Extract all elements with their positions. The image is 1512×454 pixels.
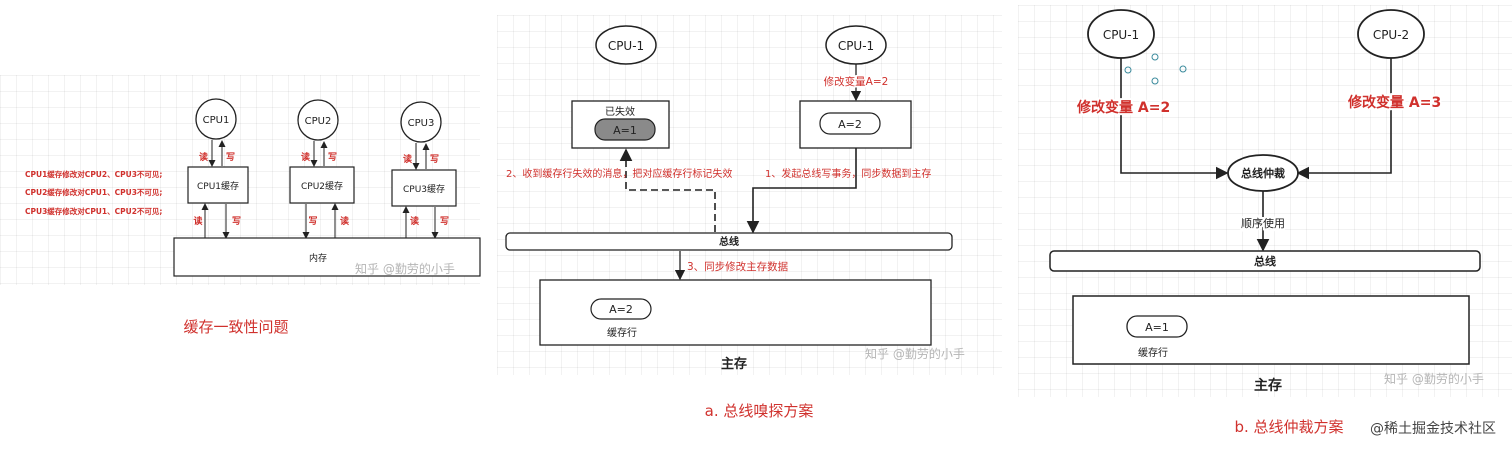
step3-label: 3、同步修改主存数据 — [687, 260, 789, 273]
panel3-diagram: CPU-1 CPU-2 修改变量 A=2 修改变量 A=3 总线仲裁 顺序使用 … — [1049, 9, 1496, 437]
cpu1-label: CPU1 — [203, 115, 230, 126]
snoop-cpu-left-label: CPU-1 — [608, 39, 644, 53]
sequential-label: 顺序使用 — [1241, 216, 1285, 230]
snoop-cpu-right-label: CPU-1 — [838, 39, 874, 53]
arb-memory-line — [1126, 315, 1188, 338]
panel-cache-coherence-problem: CPU1 CPU2 CPU3 CPU1缓存 CPU2缓存 CPU3缓存 读 写 … — [0, 0, 481, 454]
panel-bus-arbitration: CPU-1 CPU-2 修改变量 A=2 修改变量 A=3 总线仲裁 顺序使用 … — [1018, 0, 1512, 454]
cpu3-cache-box — [391, 169, 457, 207]
panel-bus-snooping: CPU-1 CPU-1 已失效 A=1 修改变量A=2 A=2 2、收到缓存行失… — [497, 0, 1002, 454]
decor-dot — [1179, 65, 1187, 73]
writer-cache-value: A=2 — [838, 118, 862, 131]
invalid-value: A=1 — [613, 124, 637, 137]
panel2-diagram: CPU-1 CPU-1 已失效 A=1 修改变量A=2 A=2 2、收到缓存行失… — [505, 25, 965, 420]
arb-bus — [1049, 250, 1481, 272]
cache2-write-label: 写 — [308, 216, 317, 227]
cpu3-write-label: 写 — [430, 154, 439, 165]
snoop-memory-value: A=2 — [609, 303, 633, 316]
bus-arbiter-label: 总线仲裁 — [1241, 166, 1285, 180]
panel1-watermark: 知乎 @勤劳的小手 — [355, 261, 455, 276]
panel1-caption: 缓存一致性问题 — [183, 318, 288, 336]
note-cpu2: CPU2缓存修改对CPU1、CPU3不可见; — [25, 187, 162, 197]
cpu1-write-label: 写 — [226, 152, 235, 163]
panel2-watermark: 知乎 @勤劳的小手 — [865, 346, 965, 361]
arb-cache-line-label: 缓存行 — [1138, 346, 1168, 359]
arb-cpu1-label: CPU-1 — [1103, 28, 1139, 42]
corner-watermark: @稀土掘金技术社区 — [1370, 421, 1496, 437]
cpu2-cache-box — [289, 166, 355, 204]
cache1-write-label: 写 — [232, 216, 241, 227]
cpu1-read-label: 读 — [199, 151, 208, 163]
panel3-caption: b. 总线仲裁方案 — [1234, 418, 1343, 436]
step2-label: 2、收到缓存行失效的消息，把对应缓存行标记失效 — [506, 167, 732, 180]
arb-main-memory-label: 主存 — [1254, 377, 1282, 394]
snoop-memory-line — [590, 298, 652, 320]
step1-label: 1、发起总线写事务，同步数据到主存 — [765, 167, 931, 180]
panel1-diagram: CPU1 CPU2 CPU3 CPU1缓存 CPU2缓存 CPU3缓存 读 写 … — [25, 98, 481, 336]
snoop-cpu-left — [595, 25, 657, 65]
note-cpu1: CPU1缓存修改对CPU2、CPU3不可见; — [25, 169, 162, 179]
arb-cpu2-label: CPU-2 — [1373, 28, 1409, 42]
cpu2-read-label: 读 — [301, 151, 310, 163]
arb-bus-label: 总线 — [1254, 254, 1276, 268]
modify-label: 修改变量A=2 — [824, 75, 889, 88]
decor-dot — [1124, 66, 1132, 74]
cache3-write-label: 写 — [440, 216, 449, 227]
memory-box — [173, 237, 481, 277]
cpu3-node — [400, 101, 442, 143]
cpu2-node — [297, 99, 339, 141]
writer-cache-line — [819, 112, 881, 135]
cpu1-to-arbiter — [1120, 58, 1229, 180]
cpu1-cache-box — [187, 166, 249, 204]
modify1-label: 修改变量 A=2 — [1076, 99, 1170, 116]
cpu3-cache-label: CPU3缓存 — [403, 183, 445, 195]
invalidate-path — [619, 148, 716, 232]
panel3-watermark: 知乎 @勤劳的小手 — [1384, 371, 1484, 386]
snoop-bus-label: 总线 — [719, 235, 739, 248]
cpu2-to-arbiter — [1296, 58, 1392, 180]
snoop-bus — [505, 232, 953, 251]
cpu2-cache-label: CPU2缓存 — [301, 180, 343, 192]
cpu1-node — [195, 98, 237, 140]
invalid-title: 已失效 — [605, 105, 635, 118]
panel2-caption: a. 总线嗅探方案 — [705, 402, 814, 420]
cpu2-write-label: 写 — [328, 152, 337, 163]
cpu3-read-label: 读 — [403, 153, 412, 165]
cpu2-label: CPU2 — [305, 116, 332, 127]
memory-label: 内存 — [309, 252, 327, 264]
note-cpu3: CPU3缓存修改对CPU1、CPU2不可见; — [25, 206, 162, 216]
cpu3-label: CPU3 — [408, 118, 435, 129]
cpu1-cache-label: CPU1缓存 — [197, 180, 239, 192]
modify2-label: 修改变量 A=3 — [1347, 94, 1441, 111]
cache1-read-label: 读 — [193, 215, 202, 227]
snoop-cache-line-label: 缓存行 — [607, 326, 637, 339]
invalid-cache-line — [594, 118, 656, 141]
write-bus-path — [746, 148, 857, 234]
decor-dot — [1151, 77, 1159, 85]
arb-memory-value: A=1 — [1145, 321, 1169, 334]
cache2-read-label: 读 — [340, 215, 349, 227]
decor-dot — [1151, 53, 1159, 61]
snoop-main-memory-label: 主存 — [721, 356, 747, 372]
cache3-read-label: 读 — [410, 215, 419, 227]
